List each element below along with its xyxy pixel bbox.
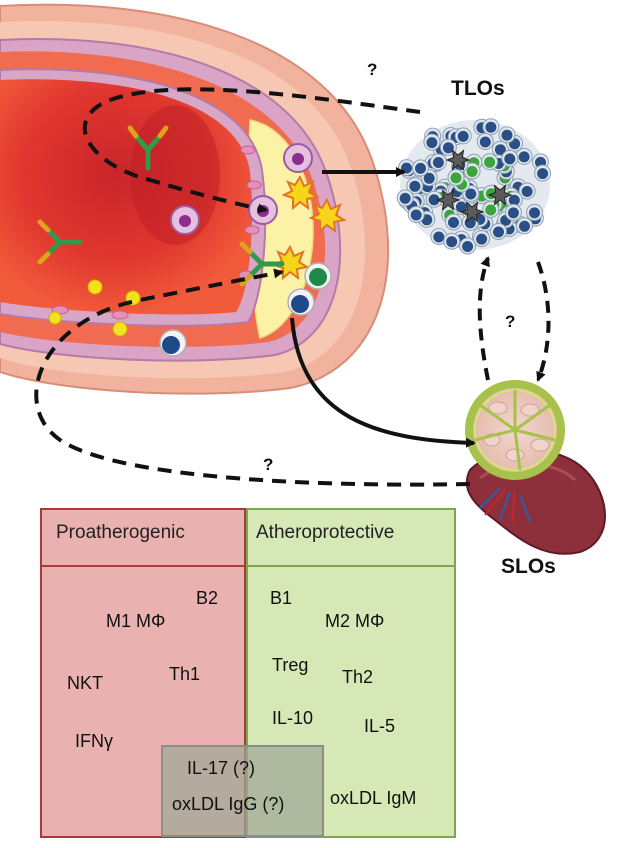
tlo-cell-nucleus <box>450 172 462 184</box>
antibody-lumen-left <box>37 219 83 265</box>
shared-item-oxldl-igg: oxLDL IgG (?) <box>172 794 285 814</box>
pro-item-ifng: IFNγ <box>75 731 113 751</box>
pro-item-m1: M1 MΦ <box>106 611 166 631</box>
tlo-cell-nucleus <box>485 204 497 216</box>
tlo-cell-nucleus <box>448 217 459 228</box>
dashed-arrow-slo-to-tlo <box>477 256 490 381</box>
dashed-arrow-slo-to-artery <box>34 268 471 487</box>
tlo-cell-nucleus <box>433 231 445 243</box>
shared-overlap-box <box>161 745 324 837</box>
tlo-cell-nucleus <box>462 241 474 252</box>
tlo-cell-nucleus <box>521 186 533 197</box>
tlo-cell-nucleus <box>501 129 513 141</box>
header-divider-right <box>246 565 456 567</box>
tlo-cell-nucleus <box>399 192 411 204</box>
tlo-cell-nucleus <box>494 144 506 156</box>
dendritic-cell <box>435 189 461 211</box>
tlo-cell-nucleus <box>508 194 520 206</box>
tlo-cell-nucleus <box>519 220 530 232</box>
proatherogenic-header: Proatherogenic <box>56 522 185 543</box>
protective-item-m2: M2 MΦ <box>325 611 385 631</box>
tlo-cell-nucleus <box>446 236 458 248</box>
protective-item-il5: IL-5 <box>364 716 396 736</box>
pro-item-b2: B2 <box>196 588 219 608</box>
dashed-arrow-tlo-to-slo <box>536 261 551 382</box>
tlo-cell-nucleus <box>457 130 469 142</box>
shared-item-il17: IL-17 (?) <box>187 758 256 778</box>
dendritic-cell <box>487 184 513 206</box>
tlo-cell-nucleus <box>476 233 488 245</box>
tlo-cell-nucleus <box>426 137 438 149</box>
tlo-cell-nucleus <box>432 157 444 168</box>
solid-arrow-plaque-to-slo <box>290 317 476 448</box>
protective-item-oxldl-igm: oxLDL IgM <box>330 788 417 808</box>
tlo-cell-nucleus <box>484 156 496 168</box>
tlo-cell-nucleus <box>423 172 435 184</box>
pathway-arrows <box>34 87 551 487</box>
pro-item-th1: Th1 <box>169 664 201 684</box>
pro-item-nkt: NKT <box>67 673 103 693</box>
protective-item-b1: B1 <box>270 588 293 608</box>
question-mark-right: ? <box>505 312 516 331</box>
atheroprotective-header: Atheroprotective <box>256 522 395 543</box>
tlo-cell-nucleus <box>465 188 477 200</box>
protective-item-il10: IL-10 <box>272 708 314 728</box>
tlo-cell-nucleus <box>529 207 540 219</box>
tlo-cell-nucleus <box>466 166 478 177</box>
tlo-cell-nucleus <box>442 142 454 154</box>
dashed-arrow-tlo-to-artery <box>82 87 421 214</box>
question-mark-top: ? <box>367 60 378 79</box>
antibody-plaque <box>239 241 285 287</box>
artery-cross-section <box>0 3 390 395</box>
tlo-cell-nucleus <box>493 226 504 238</box>
tlo-cell-nucleus <box>409 180 421 192</box>
tlos-label: TLOs <box>451 77 505 100</box>
tlo-cell-nucleus <box>485 121 497 133</box>
dendritic-cell <box>459 201 485 223</box>
tlo-cell-nucleus <box>518 151 530 163</box>
tlo-cell-nucleus <box>415 162 426 174</box>
protective-item-th2: Th2 <box>342 667 374 687</box>
tlo-cell-nucleus <box>455 201 467 213</box>
tlo-cell-nucleus <box>428 194 440 206</box>
dendritic-cell <box>445 149 471 171</box>
tlo-cell-nucleus <box>504 153 516 165</box>
tlo-cell-nucleus <box>537 168 549 180</box>
slo-organs <box>465 380 606 555</box>
tlo-cell-nucleus <box>479 136 491 148</box>
slos-label: SLOs <box>501 555 556 578</box>
tlo-cluster <box>396 118 552 255</box>
tlo-cell-nucleus <box>507 207 519 219</box>
protective-item-treg: Treg <box>272 655 309 675</box>
tlo-cell-nucleus <box>410 209 422 221</box>
antibody-lumen-top <box>127 125 169 171</box>
question-mark-bottom: ? <box>263 455 274 474</box>
